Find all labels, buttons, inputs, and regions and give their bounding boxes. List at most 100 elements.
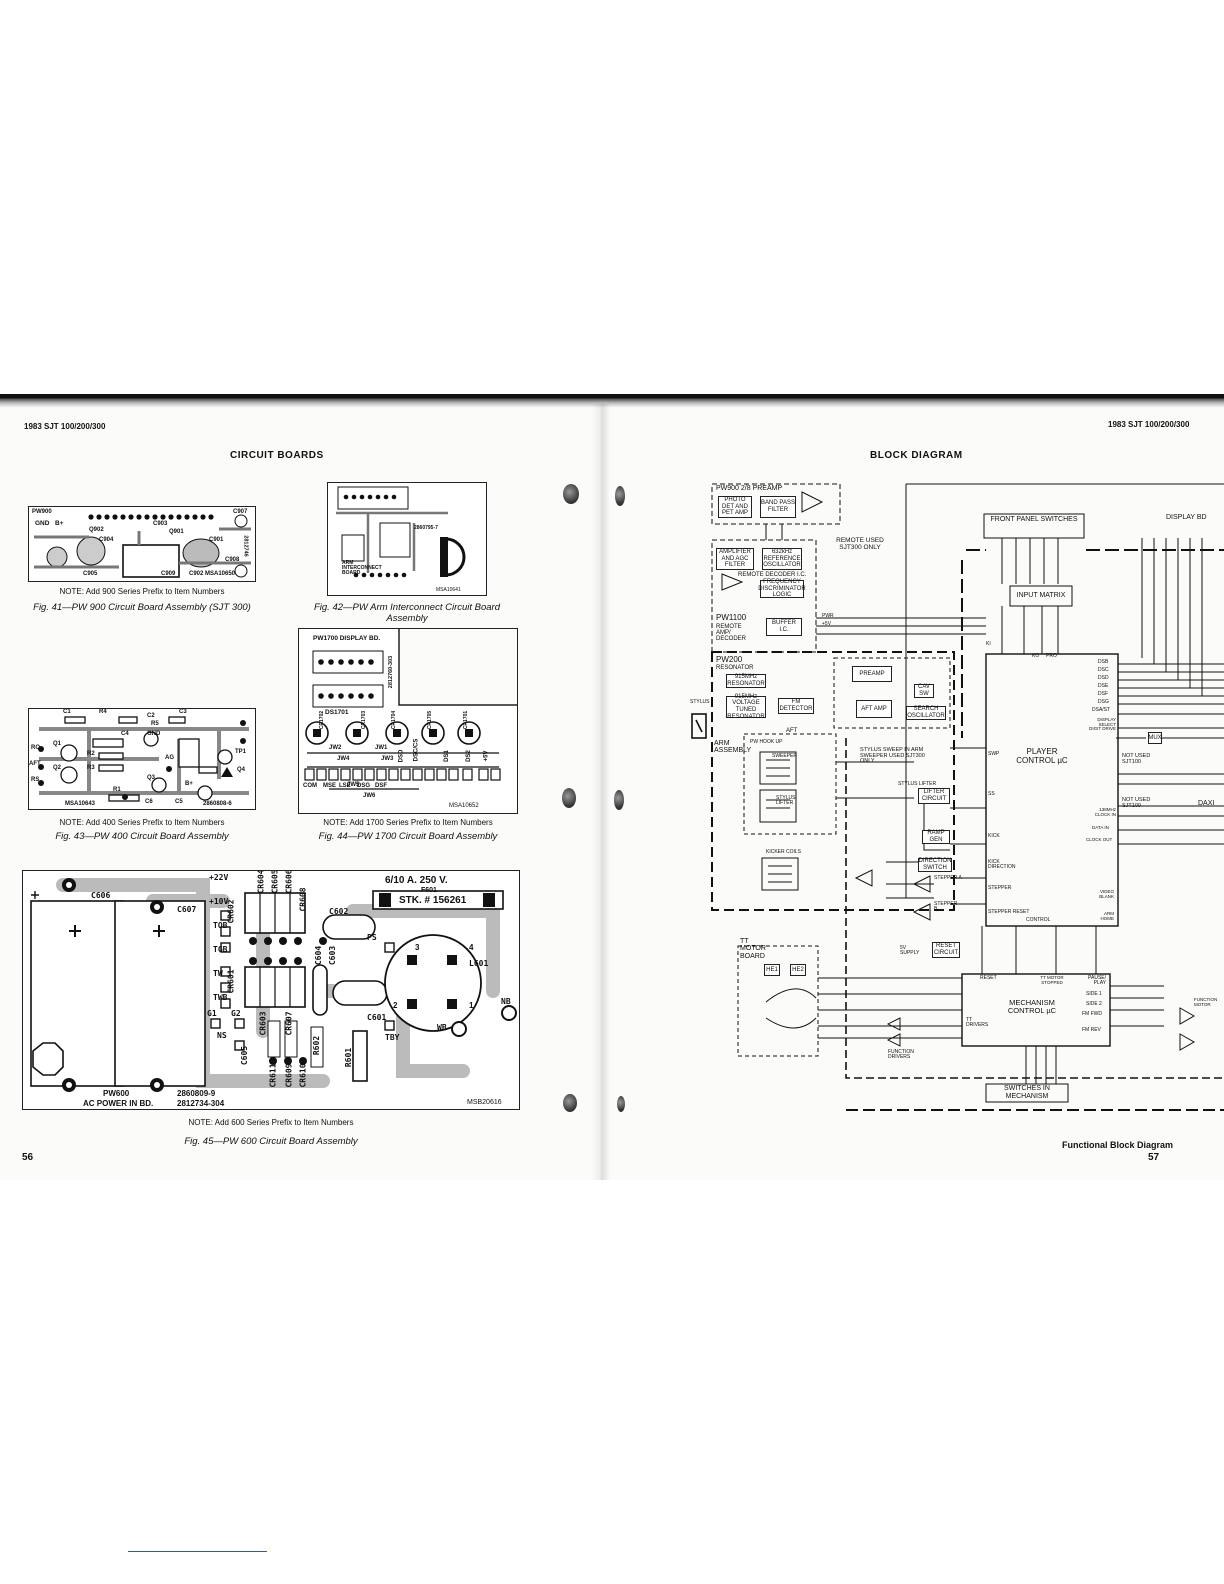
pw600-fuse-rating: 6/10 A. 250 V. <box>385 875 448 886</box>
pw1700-msa: MSA10652 <box>449 803 479 809</box>
arm-interconnect-board: ARM INTERCONNECT BOARD 2860795-7 MSA1064… <box>327 482 487 596</box>
bd-stylus: STYLUS <box>690 699 710 705</box>
arm-pn: 2860795-7 <box>414 525 438 531</box>
bd-kick: KICK <box>988 833 1000 839</box>
pw400-r2: R2 <box>87 751 95 757</box>
bd-video-blank: VIDEO BLANK <box>1099 889 1114 899</box>
pw600-pn2: 2812734-304 <box>177 1099 225 1108</box>
bd-mux: MUX <box>1148 732 1162 744</box>
pw600-cr601: CR601 <box>226 969 236 994</box>
bd-cav-sw: CAV SW <box>914 684 934 698</box>
bd-funct-drivers: FUNCTION DRIVERS <box>888 1049 914 1060</box>
bd-sweeper: SWEEPER <box>772 753 798 759</box>
pw600-stk: STK. # 156261 <box>399 895 467 906</box>
bd-lifter-label: STYLUS LIFTER <box>898 781 937 787</box>
pw400-c5: C5 <box>175 799 183 805</box>
binder-hole <box>614 790 624 810</box>
bd-dsf: DSF <box>1098 691 1108 697</box>
bd-pro: PRO <box>1046 653 1057 659</box>
pw600-cr606: CR606 <box>284 870 294 894</box>
bd-mech-control: MECHANISM CONTROL µC <box>1007 997 1057 1015</box>
bd-stylus-lifter: STYLUS LIFTER <box>776 795 796 806</box>
pw600-c605: C605 <box>240 1045 250 1066</box>
pw1700-dsg: DSG <box>357 783 371 789</box>
bd-ki: KI <box>986 641 991 647</box>
pw600-c602: C602 <box>329 907 349 916</box>
pw600-label: PW600 <box>103 1089 130 1098</box>
pw400-r5: R5 <box>151 721 159 727</box>
bd-kick-dir: KICK DIRECTION <box>988 859 1016 870</box>
pw900-c901: C901 <box>209 537 224 543</box>
bd-tt-drivers: TT DRIVERS <box>966 1017 989 1028</box>
bd-switches-mech: SWITCHES IN MECHANISM <box>1004 1085 1050 1100</box>
pw1700-dsc: DSC/CS <box>413 738 420 762</box>
bd-player-control: PLAYER CONTROL µC <box>1016 747 1068 765</box>
bd-pw200-sub: RESONATOR <box>716 665 754 671</box>
bd-arm-home: ARM HOME <box>1100 911 1115 921</box>
pw1700-dsf: DSF <box>375 783 387 789</box>
pw400-rs: RS <box>31 777 40 783</box>
pw600-cr602: CR602 <box>226 899 236 924</box>
pw400-q3: Q3 <box>147 775 156 781</box>
bd-data-in: DATA IN <box>1092 825 1109 830</box>
right-running-header: 1983 SJT 100/200/300 <box>1108 420 1190 429</box>
pw900-c902: C902 <box>189 571 204 577</box>
fig45-note: NOTE: Add 600 Series Prefix to Item Numb… <box>188 1118 354 1127</box>
bd-bandpass: BAND PASS FILTER <box>760 496 796 518</box>
bd-pw200: PW200 <box>716 655 743 664</box>
bd-ss: SS <box>988 791 995 797</box>
pw1700-board: PW1700 DISPLAY BD. DS1701 2860889-7 2812… <box>298 628 518 814</box>
pw1700-cr1703: CR1703 <box>361 710 368 730</box>
bd-stepper-a: STEPPER A <box>934 875 962 881</box>
fig41-note: NOTE: Add 900 Series Prefix to Item Numb… <box>59 587 225 596</box>
pw400-board: C1 R4 C2 R5 C3 C4 Q1 Q2 R2 R3 RO AFT RS … <box>28 708 256 810</box>
pw600-cr610: CR610 <box>298 1063 308 1088</box>
block-diagram: PW900 2/8 PREAMP PHOTO DET AND PET AMP B… <box>686 478 1224 1118</box>
pw1700-pn2: 2812760-303 <box>388 655 395 689</box>
bd-kicker-coils: KICKER COILS <box>766 849 802 855</box>
pw900-c905: C905 <box>83 571 98 577</box>
pw900-msa: MSA10650 <box>205 571 236 577</box>
fig45-caption: Fig. 45—PW 600 Circuit Board Assembly <box>184 1136 358 1147</box>
bd-5v: +5V <box>822 621 832 627</box>
pw400-ag: AG <box>165 755 174 761</box>
pw1700-title: PW1700 DISPLAY BD. <box>313 635 381 642</box>
pw600-c606: C606 <box>91 891 111 900</box>
bd-clock-out: CLOCK OUT <box>1086 837 1113 842</box>
bd-he1: HE1 <box>764 964 780 976</box>
bd-dse: DSE <box>1098 683 1109 689</box>
binder-hole <box>563 1094 577 1112</box>
bd-he2: HE2 <box>790 964 806 976</box>
pw400-msa: MSA10643 <box>65 801 96 807</box>
pw1700-cr1702: CR1702 <box>319 710 326 730</box>
bd-5v-supply: 5V SUPPLY <box>900 945 920 956</box>
pw600-22v: +22V <box>209 873 229 882</box>
bd-pw-hookup: PW HOOK UP <box>750 739 783 745</box>
pw900-pn: 2812746 <box>242 535 249 557</box>
pw600-wb: WB <box>437 1023 447 1032</box>
binder-hole <box>615 486 625 506</box>
bd-preamp: PREAMP <box>852 666 892 682</box>
pw400-ro: RO <box>31 745 40 751</box>
bd-function-motor: FUNCTION MOTOR <box>1194 997 1218 1007</box>
right-section-title: BLOCK DIAGRAM <box>870 450 963 461</box>
pw600-sublabel: AC POWER IN BD. <box>83 1099 154 1108</box>
pw400-c2: C2 <box>147 713 155 719</box>
pw600-tgb: TGB <box>213 945 228 954</box>
pw1700-pn1: 2860889-7 <box>299 659 300 685</box>
bd-buffer: BUFFER I.C. <box>766 618 802 636</box>
pw900-c908: C908 <box>225 557 240 563</box>
bd-dsd: DSD <box>1098 675 1109 681</box>
bd-stepper-b: STEPPER B <box>934 901 958 912</box>
pw400-q4: Q4 <box>237 767 246 773</box>
pw900-q901: Q901 <box>169 529 184 535</box>
fig44-note: NOTE: Add 1700 Series Prefix to Item Num… <box>323 818 493 827</box>
pw1700-jw3: JW3 <box>381 756 394 762</box>
book-gutter <box>592 404 610 1180</box>
pw600-cr609: CR609 <box>284 1063 294 1088</box>
bd-pause-play: PAUSE/ PLAY <box>1088 975 1106 986</box>
pw600-f601: F601 <box>421 887 437 894</box>
pw600-c603: C603 <box>328 945 338 966</box>
fig43-note: NOTE: Add 400 Series Prefix to Item Numb… <box>59 818 225 827</box>
pw600-r601: R601 <box>344 1047 354 1068</box>
